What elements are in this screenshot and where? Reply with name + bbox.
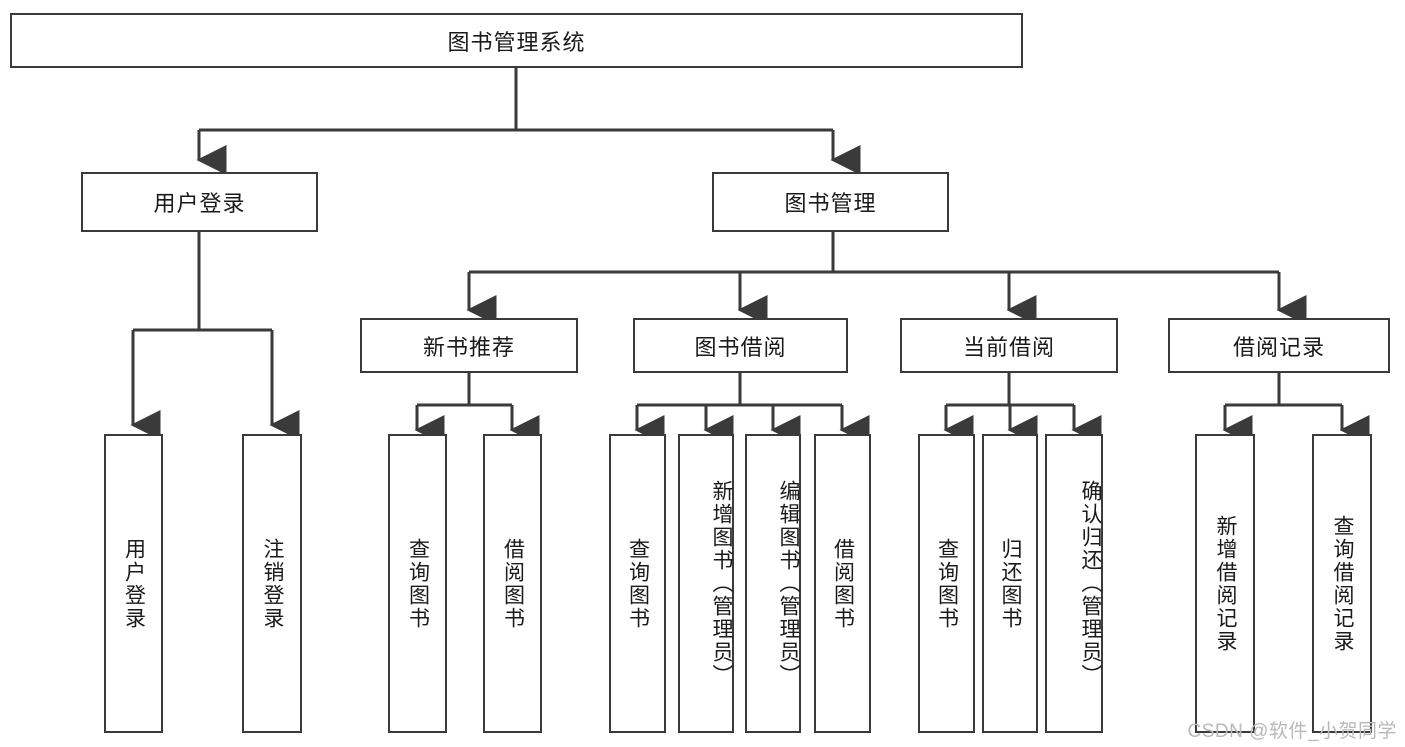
node-book-borrow-label: 图书借阅 <box>694 334 787 360</box>
leaf-label: 查询图书 <box>626 537 650 630</box>
leaf-label: 归还图书 <box>999 537 1023 630</box>
leaf-new-book-borrow[interactable]: 借阅图书 <box>483 434 542 733</box>
node-new-book-recommend-label: 新书推荐 <box>422 334 515 360</box>
leaf-current-query-book[interactable]: 查询图书 <box>918 434 975 733</box>
leaf-borrow-add-book-admin[interactable]: 新增图书（管理员） <box>678 434 734 733</box>
leaf-label: 查询图书 <box>935 537 959 630</box>
leaf-label: 借阅图书 <box>831 537 855 630</box>
node-borrow-record-label: 借阅记录 <box>1232 334 1325 360</box>
leaf-label: 借阅图书 <box>501 537 525 630</box>
node-book-borrow[interactable]: 图书借阅 <box>633 318 848 373</box>
node-borrow-record[interactable]: 借阅记录 <box>1168 318 1390 373</box>
leaf-label: 注销登录 <box>261 537 285 630</box>
leaf-label: 查询借阅记录 <box>1331 514 1355 653</box>
node-current-borrow[interactable]: 当前借阅 <box>900 318 1118 373</box>
leaf-record-query[interactable]: 查询借阅记录 <box>1312 434 1372 733</box>
node-new-book-recommend[interactable]: 新书推荐 <box>360 318 578 373</box>
node-root-label: 图书管理系统 <box>447 29 586 55</box>
node-current-borrow-label: 当前借阅 <box>962 334 1055 360</box>
leaf-borrow-borrow-book[interactable]: 借阅图书 <box>814 434 871 733</box>
node-root[interactable]: 图书管理系统 <box>10 13 1023 68</box>
leaf-user-login-signin[interactable]: 用户登录 <box>104 434 163 733</box>
leaf-record-add[interactable]: 新增借阅记录 <box>1195 434 1255 733</box>
leaf-label: 查询图书 <box>406 537 430 630</box>
leaf-label: 确认归还（管理员） <box>1079 480 1102 687</box>
leaf-label: 用户登录 <box>122 537 146 630</box>
leaf-current-confirm-return-admin[interactable]: 确认归还（管理员） <box>1045 434 1103 733</box>
leaf-label: 编辑图书（管理员） <box>777 480 800 687</box>
node-user-login-label: 用户登录 <box>153 191 246 216</box>
leaf-borrow-edit-book-admin[interactable]: 编辑图书（管理员） <box>745 434 801 733</box>
leaf-user-login-signout[interactable]: 注销登录 <box>242 434 302 733</box>
leaf-current-return-book[interactable]: 归还图书 <box>982 434 1038 733</box>
leaf-borrow-query-book[interactable]: 查询图书 <box>609 434 666 733</box>
leaf-label: 新增图书（管理员） <box>710 480 733 687</box>
leaf-label: 新增借阅记录 <box>1214 514 1238 653</box>
node-book-management-label: 图书管理 <box>784 191 877 216</box>
node-book-management[interactable]: 图书管理 <box>712 172 949 232</box>
node-user-login[interactable]: 用户登录 <box>81 172 318 232</box>
leaf-new-book-query[interactable]: 查询图书 <box>388 434 447 733</box>
